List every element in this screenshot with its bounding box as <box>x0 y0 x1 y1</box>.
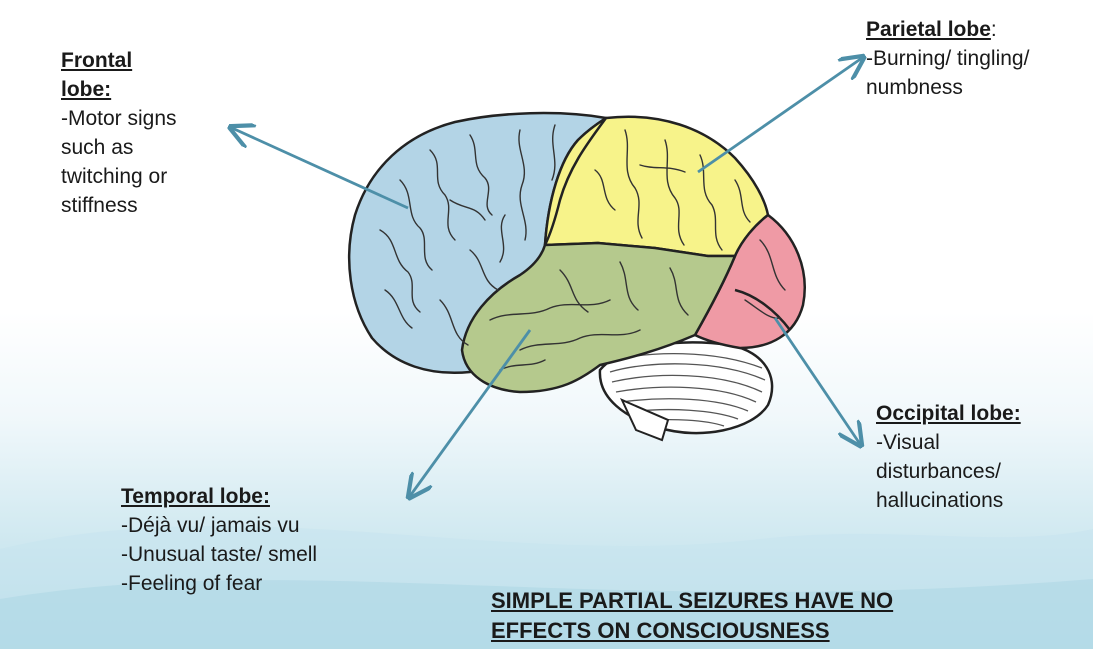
temporal-lobe-label: Temporal lobe: -Déjà vu/ jamais vu -Unus… <box>121 482 411 598</box>
occipital-text-line: disturbances/ <box>876 457 1086 486</box>
parietal-arrow <box>698 58 862 172</box>
frontal-text-line: stiffness <box>61 191 231 220</box>
conclusion-line1: SIMPLE PARTIAL SEIZURES HAVE NO <box>491 586 1051 616</box>
occipital-text-line: hallucinations <box>876 486 1086 515</box>
temporal-text-line: -Unusual taste/ smell <box>121 540 411 569</box>
temporal-text-line: -Déjà vu/ jamais vu <box>121 511 411 540</box>
temporal-text-line: -Feeling of fear <box>121 569 411 598</box>
frontal-text-line: such as <box>61 133 231 162</box>
parietal-lobe-label: Parietal lobe: -Burning/ tingling/ numbn… <box>866 15 1093 102</box>
parietal-text-line: -Burning/ tingling/ <box>866 44 1093 73</box>
temporal-heading: Temporal lobe: <box>121 482 411 511</box>
frontal-text-line: twitching or <box>61 162 231 191</box>
parietal-text-line: numbness <box>866 73 1093 102</box>
frontal-heading-line1: Frontal <box>61 46 231 75</box>
occipital-text-line: -Visual <box>876 428 1086 457</box>
occipital-heading: Occipital lobe: <box>876 399 1086 428</box>
occipital-lobe-label: Occipital lobe: -Visual disturbances/ ha… <box>876 399 1086 515</box>
frontal-text-line: -Motor signs <box>61 104 231 133</box>
frontal-heading-line2: lobe: <box>61 75 231 104</box>
conclusion-statement: SIMPLE PARTIAL SEIZURES HAVE NO EFFECTS … <box>491 586 1051 646</box>
conclusion-line2: EFFECTS ON CONSCIOUSNESS <box>491 616 1051 646</box>
parietal-heading-colon: : <box>991 18 997 41</box>
frontal-lobe-label: Frontal lobe: -Motor signs such as twitc… <box>61 46 231 220</box>
parietal-heading: Parietal lobe <box>866 18 991 41</box>
occipital-arrow <box>775 318 860 444</box>
